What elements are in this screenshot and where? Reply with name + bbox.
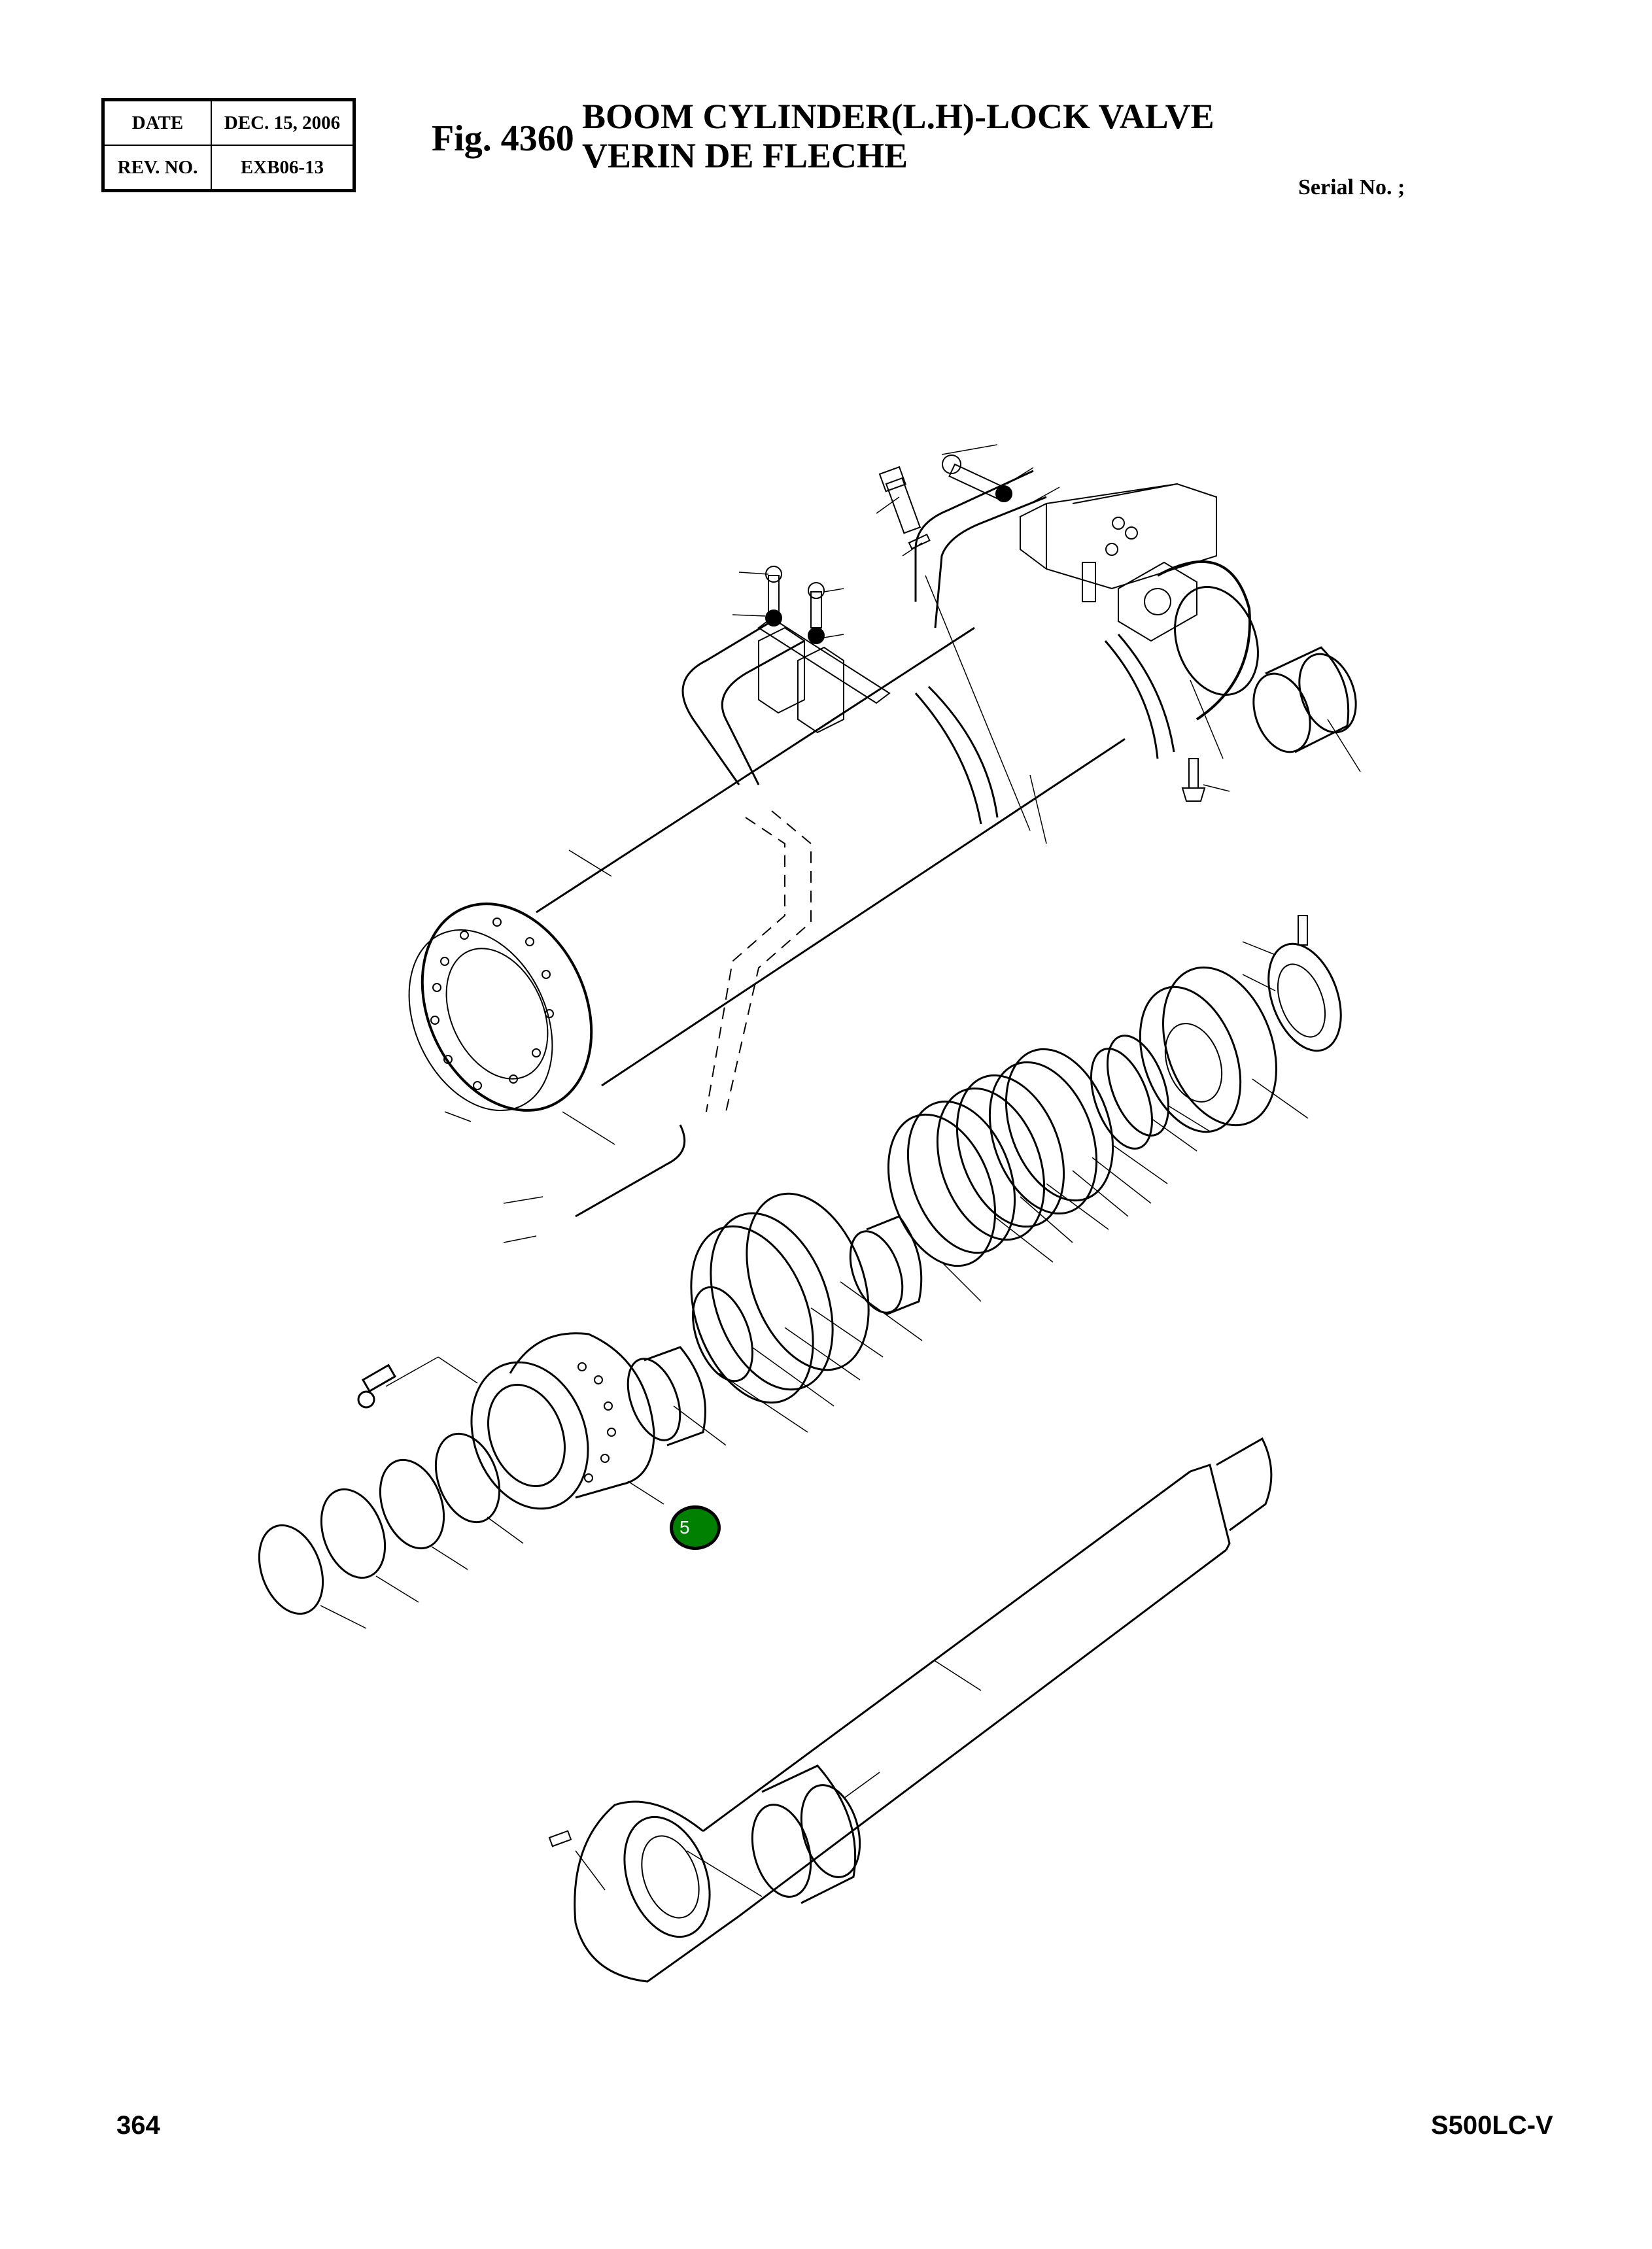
hydraulic-pipe (575, 470, 1047, 1218)
title-block: BOOM CYLINDER(L.H)-LOCK VALVE VERIN DE F… (582, 97, 1214, 175)
rev-label: REV. NO. (102, 145, 212, 192)
cylinder-tube (408, 560, 1259, 1112)
rod-cover (357, 1332, 655, 1510)
callout-number: 5 (680, 1517, 690, 1537)
info-table: DATE DEC. 15, 2006 REV. NO. EXB06-13 (101, 98, 356, 192)
model-number: S500LC-V (1431, 2111, 1553, 2140)
serial-number-label: Serial No. ; (1298, 175, 1405, 199)
rev-value: EXB06-13 (211, 145, 355, 192)
bushings (751, 646, 1357, 1904)
grease-nipples (1181, 758, 1308, 946)
piston-rod (548, 1437, 1273, 1983)
date-label: DATE (102, 99, 212, 146)
title-french: VERIN DE FLECHE (582, 136, 908, 175)
figure-number: Fig. 4360 (432, 118, 574, 159)
rod-seals (258, 1432, 501, 1615)
leader-lines (320, 444, 1361, 1897)
page-number: 364 (116, 2111, 160, 2140)
date-value: DEC. 15, 2006 (211, 99, 355, 146)
pipe-clamps (757, 566, 891, 734)
callout-badge-5[interactable]: 5 (670, 1505, 721, 1550)
title-english: BOOM CYLINDER(L.H)-LOCK VALVE (582, 97, 1214, 136)
piston-assembly (627, 942, 1342, 1447)
lock-valve (878, 455, 1217, 602)
